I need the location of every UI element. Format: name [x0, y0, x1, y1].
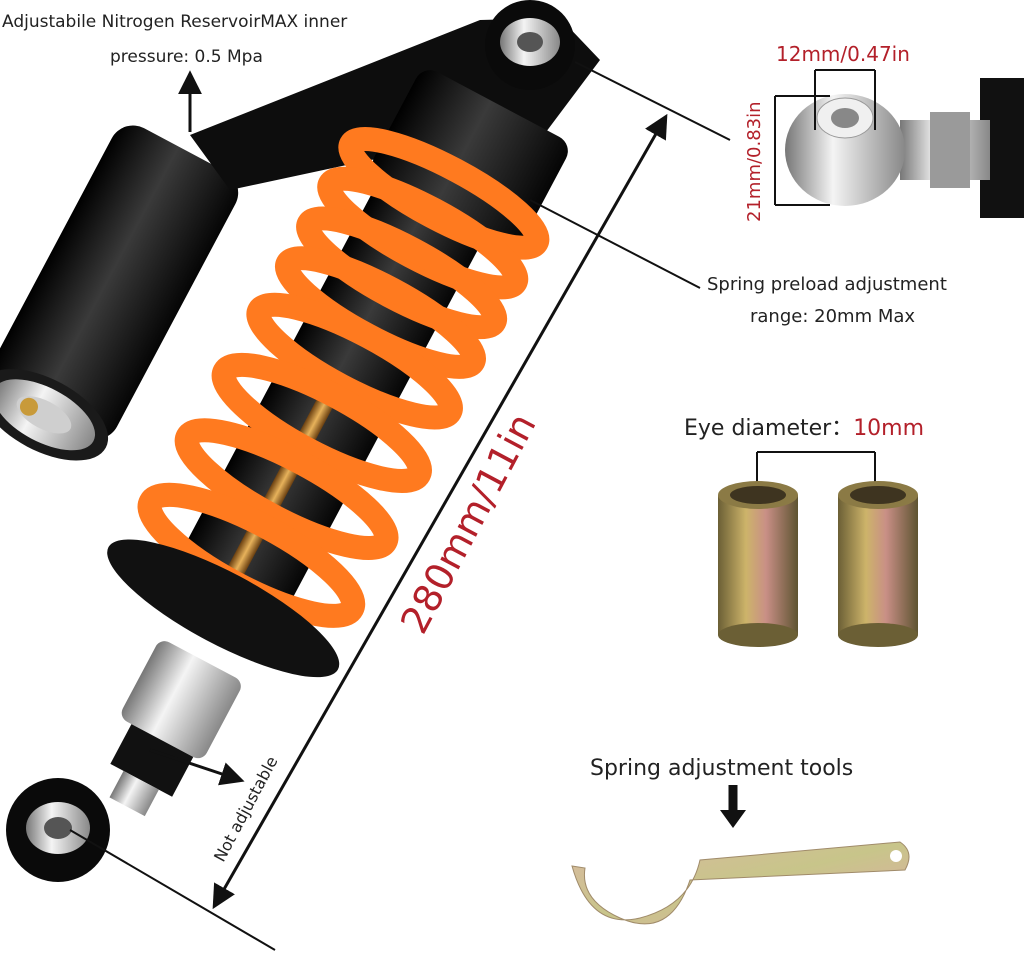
- preload-label-line2: range: 20mm Max: [750, 306, 916, 327]
- arrow-down-icon: [720, 810, 746, 828]
- inner-width-dimension: 12mm/0.47in: [776, 42, 910, 66]
- length-dimension: [69, 61, 731, 951]
- outer-height-dimension: 21mm/0.83in: [744, 101, 765, 222]
- tools-label: Spring adjustment tools: [590, 756, 854, 781]
- eye-diameter-value: 10mm: [853, 416, 925, 441]
- eye-diameter-label: Eye diameter：10mm: [684, 410, 924, 442]
- not-adjustable-leader: [149, 748, 245, 786]
- lower-mount: [6, 641, 241, 882]
- spanner-tool: [571, 785, 910, 925]
- eye-diameter-text: Eye diameter：: [684, 416, 854, 441]
- reservoir-label-line1: Adjustabile Nitrogen ReservoirMAX inner: [2, 12, 348, 32]
- eye-detail: [774, 69, 1024, 218]
- nitrogen-reservoir: [0, 125, 239, 461]
- preload-leader: [529, 199, 701, 289]
- reservoir-label-line2: pressure: 0.5 Mpa: [110, 47, 263, 67]
- bushings: [718, 451, 918, 647]
- preload-label-line1: Spring preload adjustment: [707, 274, 947, 295]
